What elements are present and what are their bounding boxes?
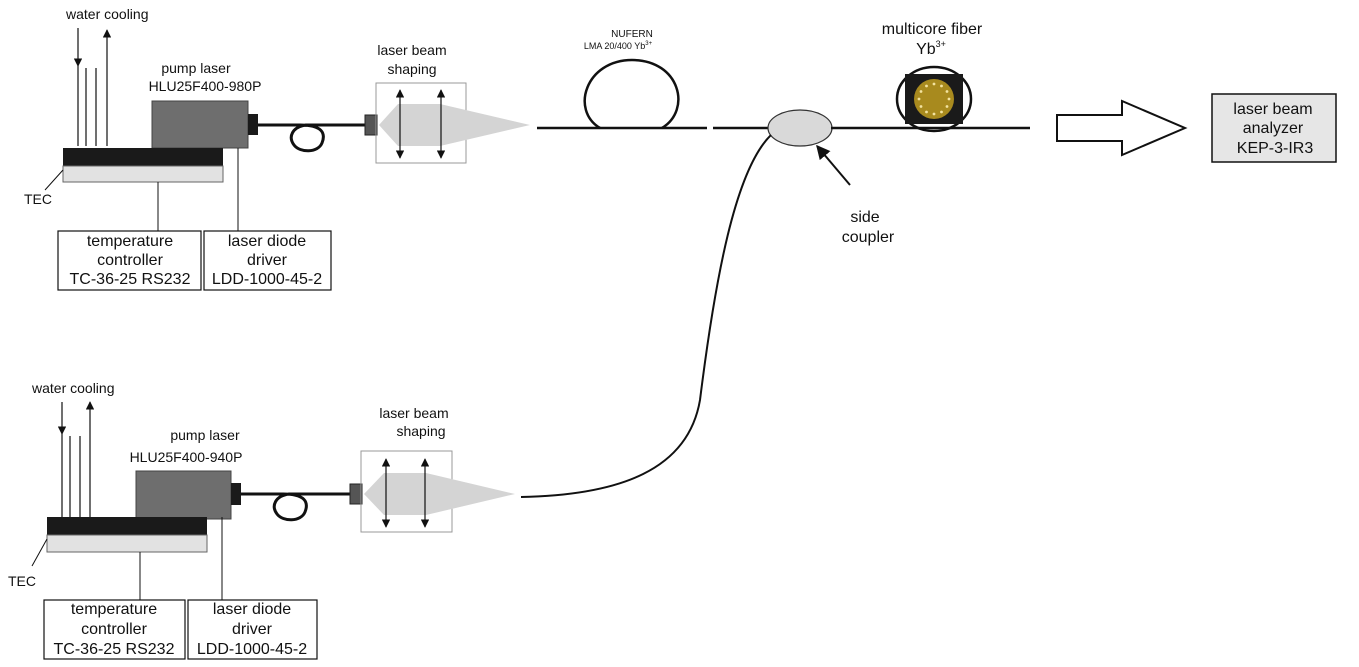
upper-fiber-connector [364, 114, 378, 136]
upper-pump-laser-model: HLU25F400-980P [149, 78, 262, 94]
analyzer-line1: laser beam [1233, 101, 1312, 118]
upper-tec-label: TEC [24, 191, 52, 207]
lower-tec-base [46, 534, 208, 553]
lower-driver-line2: driver [232, 621, 273, 638]
upper-driver-line2: driver [247, 252, 288, 269]
upper-temp-ctrl-line1: temperature [87, 233, 173, 250]
multicore-cross-section [914, 79, 954, 119]
upper-beam-shaping-line1: laser beam [377, 42, 446, 58]
upper-tec-leader [44, 169, 64, 191]
lower-pump-laser-title: pump laser [170, 427, 240, 443]
upper-driver-line3: LDD-1000-45-2 [212, 271, 322, 288]
multicore-cores [917, 82, 951, 116]
lower-pump-laser-body [135, 470, 232, 520]
side-coupler-line1: side [850, 209, 879, 226]
upper-tec-plate [63, 148, 223, 166]
lower-tec-leader [31, 538, 48, 567]
lower-temp-ctrl-line3: TC-36-25 RS232 [54, 641, 175, 658]
lower-driver-line1: laser diode [213, 601, 291, 618]
nufern-label-line2: LMA 20/400 Yb3+ [584, 41, 653, 51]
lower-driver-line3: LDD-1000-45-2 [197, 641, 307, 658]
laser-beam-analyzer-box [1211, 93, 1337, 163]
nufern-fiber-coil [583, 58, 680, 130]
side-pump-fiber [520, 134, 772, 498]
lower-beam-shaping-box [360, 450, 453, 533]
multicore-label-line2: Yb3+ [916, 39, 946, 58]
lower-beam-shaping-line2: shaping [396, 423, 445, 439]
lower-water-cooling-lines [57, 401, 95, 517]
lower-pump-connector [231, 483, 241, 505]
upper-pump-branch: water cooling pump laser HLU25F400-980P … [24, 6, 530, 291]
upper-beam-shaping-line2: shaping [387, 61, 436, 77]
lower-laser-diode-driver-box [187, 599, 318, 660]
analyzer-line3: KEP-3-IR3 [1237, 140, 1314, 157]
lower-fiber-connector [349, 483, 363, 505]
upper-tec-base [62, 165, 224, 183]
upper-driver-line1: laser diode [228, 233, 306, 250]
lower-laser-beam [364, 473, 515, 515]
multicore-label-line1: multicore fiber [882, 21, 983, 38]
main-fiber-line: NUFERN LMA 20/400 Yb3+ side coupler mult… [520, 21, 1030, 498]
lower-pump-branch: water cooling pump laser HLU25F400-940P … [8, 380, 515, 660]
lower-temp-ctrl-line1: temperature [71, 601, 157, 618]
upper-pump-laser-body [151, 100, 249, 149]
upper-pump-fiber [258, 123, 365, 153]
upper-temp-ctrl-line2: controller [97, 252, 163, 269]
lower-pump-laser-model: HLU25F400-940P [130, 449, 243, 465]
upper-water-cooling-lines [73, 28, 112, 146]
lower-tec-plate [47, 517, 207, 535]
output-section: laser beam analyzer KEP-3-IR3 [1056, 93, 1337, 163]
upper-temperature-controller-box [57, 230, 202, 291]
nufern-label-line1: NUFERN [611, 29, 653, 40]
analyzer-line2: analyzer [1243, 120, 1304, 137]
lower-pump-fiber [241, 492, 350, 522]
lower-temperature-controller-box [43, 599, 186, 660]
lower-temp-ctrl-line2: controller [81, 621, 147, 638]
upper-pump-connector [248, 114, 258, 135]
lower-tec-label: TEC [8, 573, 36, 589]
side-coupler [767, 109, 833, 147]
upper-temp-ctrl-line3: TC-36-25 RS232 [70, 271, 191, 288]
side-coupler-arrow [816, 144, 851, 186]
upper-laser-beam [379, 104, 530, 146]
lower-water-cooling-label: water cooling [31, 380, 115, 396]
upper-pump-laser-title: pump laser [161, 60, 231, 76]
multicore-fiber-coil [895, 65, 973, 133]
side-coupler-line2: coupler [842, 229, 895, 246]
upper-beam-shaping-box [375, 82, 467, 164]
lower-beam-shaping-line1: laser beam [379, 405, 448, 421]
upper-water-cooling-label: water cooling [65, 6, 149, 22]
upper-laser-diode-driver-box [203, 230, 332, 291]
output-beam-arrow [1056, 99, 1188, 157]
